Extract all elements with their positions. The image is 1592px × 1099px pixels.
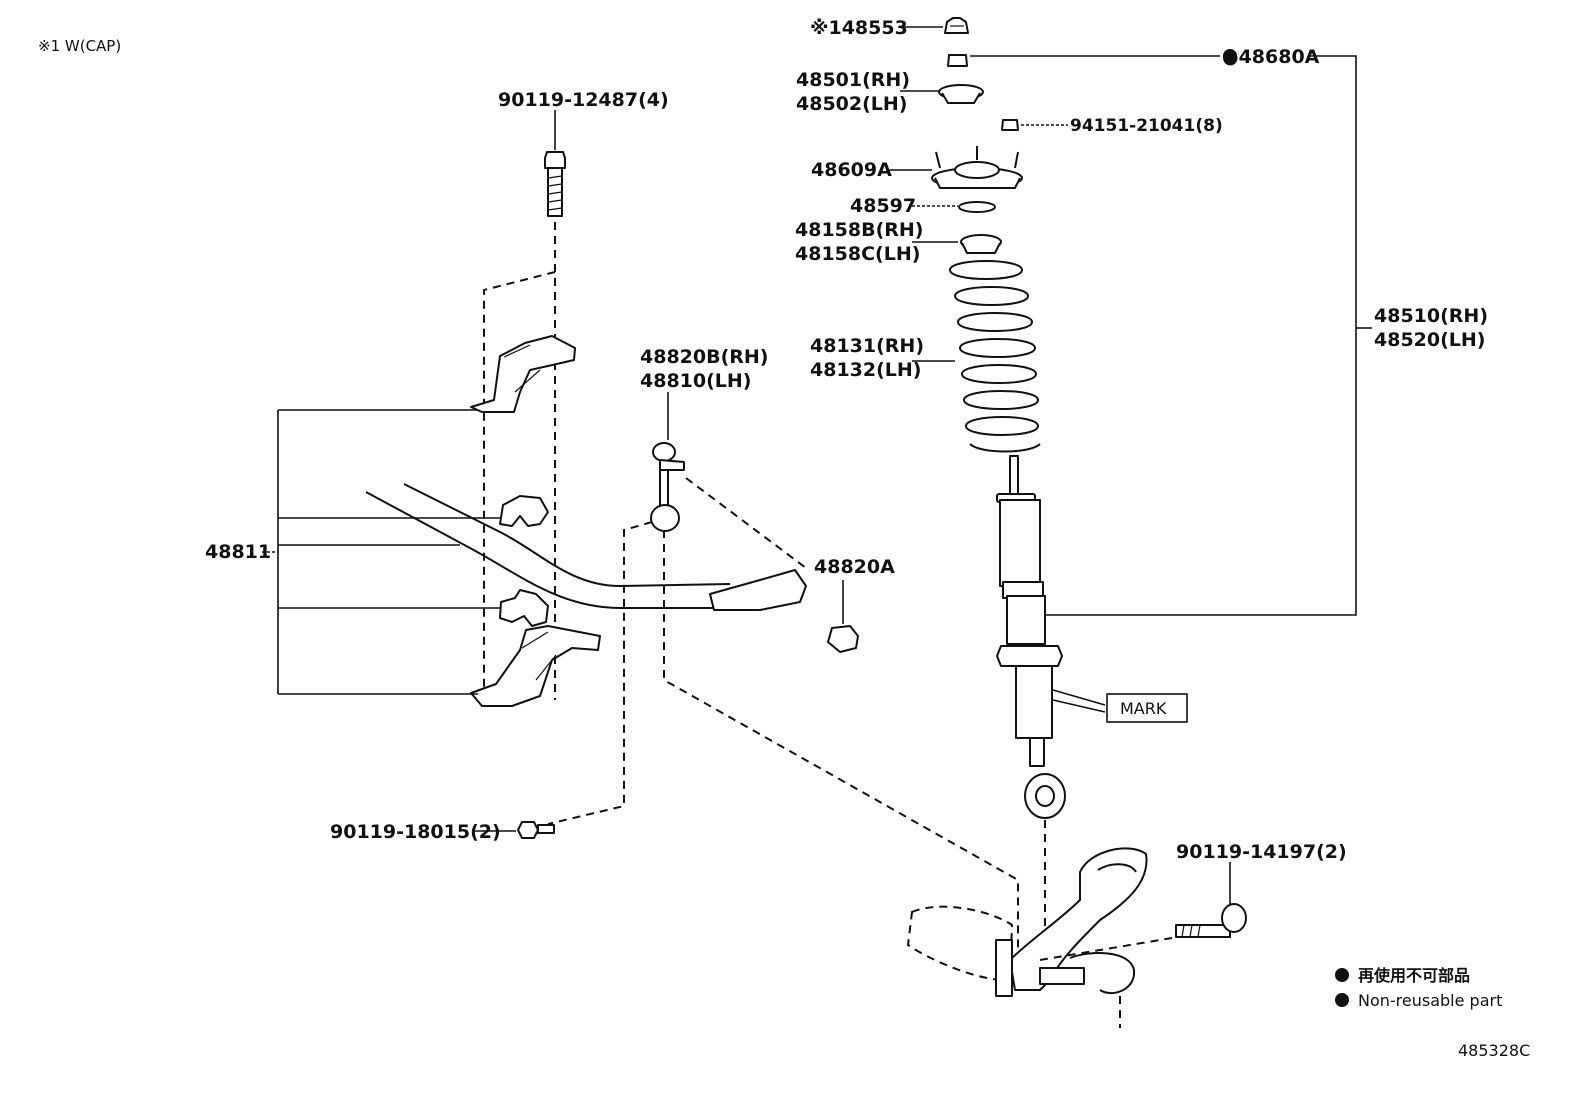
label-48501: 48501(RH) bbox=[796, 69, 910, 91]
bearing-48597 bbox=[958, 201, 996, 213]
shock-absorber bbox=[996, 455, 1066, 819]
stabilizer-bar bbox=[365, 483, 807, 611]
label-90119-18015: 90119-18015(2) bbox=[330, 821, 501, 843]
bolt-90119-18015 bbox=[517, 821, 555, 839]
upper-insulator-48501 bbox=[938, 84, 984, 104]
bolt-90119-14197 bbox=[1175, 903, 1247, 938]
bushing-lower bbox=[499, 589, 549, 627]
label-48811: 48811 bbox=[205, 541, 271, 563]
label-48820b: 48820B(RH) bbox=[640, 346, 768, 368]
filled-circle-icon bbox=[1335, 968, 1349, 982]
label-mark: MARK bbox=[1120, 699, 1167, 718]
label-48131: 48131(RH) bbox=[810, 335, 924, 357]
bracket-lower bbox=[470, 625, 601, 707]
nut-48680a bbox=[947, 54, 968, 67]
stabilizer-link-48820b bbox=[650, 442, 685, 532]
label-90119-12487: 90119-12487(4) bbox=[498, 89, 669, 111]
bracket-upper bbox=[470, 335, 576, 413]
label-48820a: 48820A bbox=[814, 556, 895, 578]
label-48810: 48810(LH) bbox=[640, 370, 751, 392]
figure-code: 485328C bbox=[1458, 1041, 1530, 1060]
mark-box bbox=[1106, 693, 1188, 723]
nut-48820a bbox=[827, 625, 859, 653]
bushing-upper bbox=[499, 495, 549, 527]
label-48502: 48502(LH) bbox=[796, 93, 907, 115]
label-48680a: ●48680A bbox=[1222, 46, 1320, 68]
label-48597: 48597 bbox=[850, 195, 916, 217]
label-48510: 48510(RH) bbox=[1374, 305, 1488, 327]
note-cap: ※1 W(CAP) bbox=[38, 37, 121, 55]
legend-en: Non-reusable part bbox=[1358, 991, 1502, 1010]
label-90119-14197: 90119-14197(2) bbox=[1176, 841, 1347, 863]
label-48158b: 48158B(RH) bbox=[795, 219, 923, 241]
flange-nut-94151 bbox=[1001, 119, 1019, 131]
coil-spring-48131 bbox=[949, 260, 1041, 453]
label-94151: 94151-21041(8) bbox=[1070, 116, 1223, 136]
bolt-90119-12487 bbox=[544, 151, 566, 217]
filled-circle-icon bbox=[1223, 49, 1237, 63]
label-48553: ※148553 bbox=[810, 17, 908, 39]
legend-jp: 再使用不可部品 bbox=[1358, 966, 1470, 985]
spring-insulator-48158 bbox=[960, 234, 1002, 254]
suspension-support-48609a bbox=[931, 146, 1023, 189]
label-48158c: 48158C(LH) bbox=[795, 243, 920, 265]
filled-circle-icon bbox=[1335, 993, 1349, 1007]
label-48520: 48520(LH) bbox=[1374, 329, 1485, 351]
lower-arm bbox=[906, 847, 1148, 1028]
cap-nut-48553 bbox=[944, 17, 969, 34]
label-48132: 48132(LH) bbox=[810, 359, 921, 381]
label-48609a: 48609A bbox=[811, 159, 892, 181]
